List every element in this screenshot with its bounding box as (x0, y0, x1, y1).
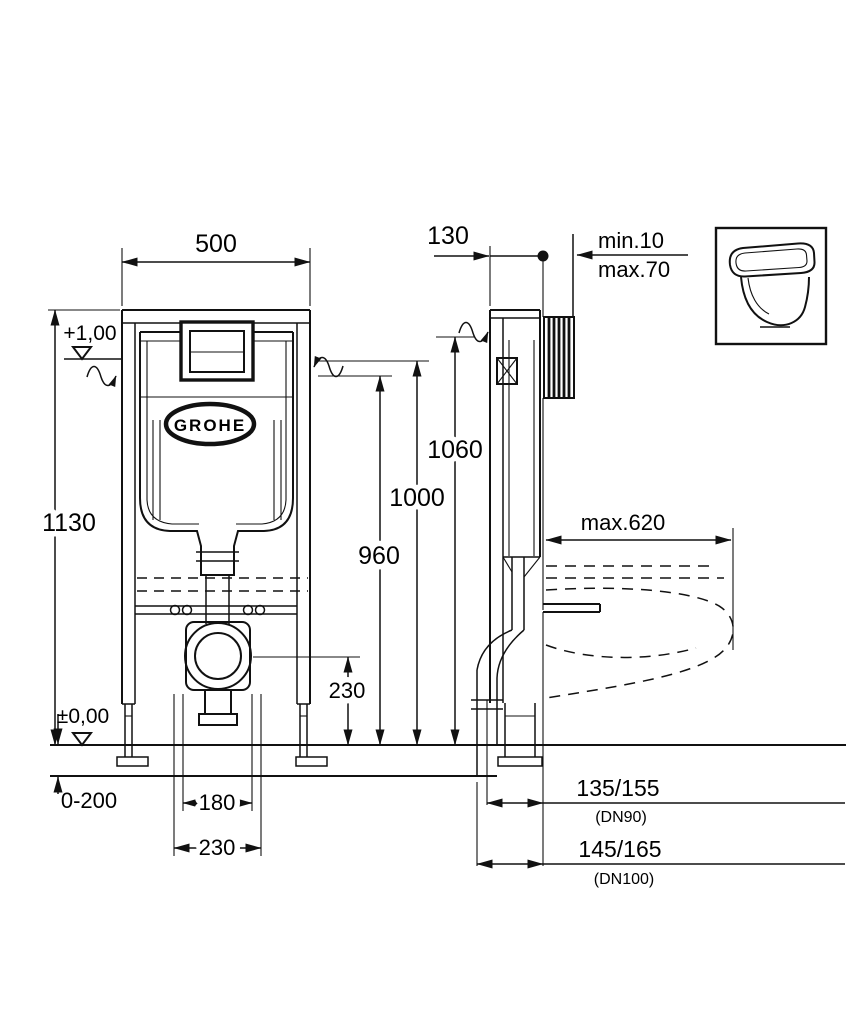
flush-connection (543, 603, 601, 613)
projection-label: max.620 (581, 510, 665, 535)
adjustable-feet (116, 704, 328, 767)
wc-icon-box (714, 226, 828, 346)
level-marks (64, 346, 121, 747)
dim-960-label: 960 (358, 542, 400, 570)
dimension-labels: 500 1130 +1,00 ±0,00 0-200 180 230 230 9… (37, 222, 671, 888)
inspection-box (496, 357, 518, 385)
side-pipes (471, 557, 525, 776)
dn90-offset-label: 135/155 (576, 775, 659, 801)
level-mark-icon (71, 346, 93, 361)
break-mark-icon (458, 321, 489, 344)
foot-adjust-label: 0-200 (61, 788, 117, 813)
frame-profile (489, 309, 541, 703)
front-view: GROHE (116, 309, 328, 767)
break-marks (86, 321, 489, 388)
dim-height-label: 1130 (42, 509, 96, 537)
break-mark-icon (313, 355, 344, 378)
flush-plate-opening (179, 320, 255, 382)
dim-depth-label: 130 (427, 222, 469, 250)
floor-lines (50, 744, 846, 777)
cistern-tank (139, 331, 294, 624)
dn90-note-label: (DN90) (595, 809, 647, 826)
level-top-label: +1,00 (63, 322, 116, 345)
wc-bowl-outline-dashed (545, 565, 734, 699)
drain-assembly (135, 577, 308, 726)
break-mark-icon (86, 365, 117, 388)
wall-hung-toilet-icon (728, 242, 816, 328)
side-view (471, 309, 734, 776)
level-floor-label: ±0,00 (57, 705, 109, 728)
grohe-logo-text: GROHE (174, 416, 246, 435)
mounting-frame (121, 309, 311, 705)
dn100-offset-label: 145/165 (578, 836, 661, 862)
side-foot (497, 703, 543, 767)
dn100-note-label: (DN100) (594, 871, 654, 888)
dim-1060-label: 1060 (427, 436, 483, 464)
stud-narrow-label: 180 (199, 790, 236, 815)
outlet-height-label: 230 (329, 678, 366, 703)
grohe-logo: GROHE (163, 401, 257, 447)
level-mark-icon (71, 732, 93, 747)
finish-min-label: min.10 (598, 228, 664, 253)
wall-reference-dot (537, 250, 549, 262)
dim-width-label: 500 (195, 230, 237, 258)
dimensions (48, 234, 845, 869)
wall-hatch (543, 316, 575, 399)
dim-1000-label: 1000 (389, 484, 445, 512)
finish-max-label: max.70 (598, 257, 670, 282)
stud-wide-label: 230 (199, 835, 236, 860)
